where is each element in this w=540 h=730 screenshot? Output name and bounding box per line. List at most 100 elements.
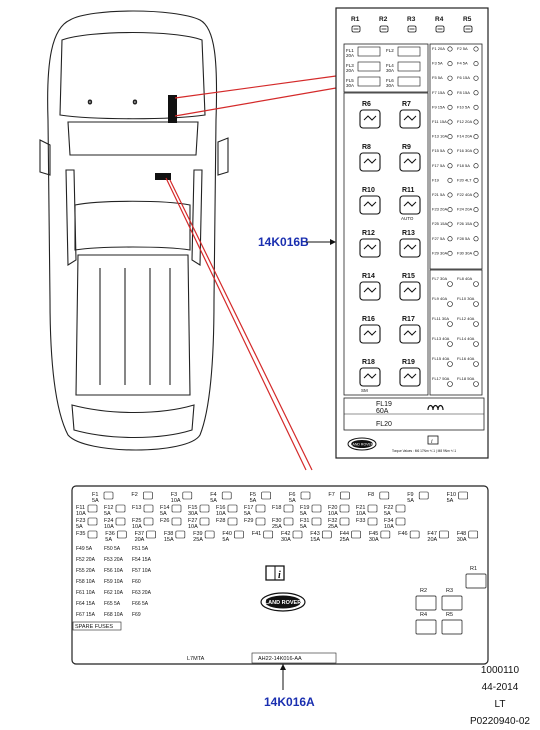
fuse-symbol-icon xyxy=(146,530,156,539)
fuse-symbol-icon xyxy=(473,192,479,198)
leader-lines xyxy=(165,75,337,471)
land-rover-logo: LAND ROVER xyxy=(347,437,377,451)
torque-note: Torque Values : M6 17Nm +/-1 | M8 9Nm +/… xyxy=(392,449,456,453)
reference-line-4: P0220940-02 xyxy=(469,716,530,727)
fuse-symbol-icon xyxy=(395,504,406,513)
fuse-symbol-icon xyxy=(367,517,378,526)
svg-text:i: i xyxy=(431,439,433,445)
fuse-label: F59 10A xyxy=(104,579,124,585)
fuse-symbol-icon xyxy=(447,75,453,81)
relay-label: R15 xyxy=(402,273,415,280)
fuse-symbol-icon xyxy=(473,236,479,242)
fuse-slot: F64 15A xyxy=(76,601,96,607)
spare-fuses-label: SPARE FUSES xyxy=(75,624,113,630)
fuse-label: F19 xyxy=(432,177,440,182)
fuse-label: F58 10A xyxy=(76,579,96,585)
reference-block: 1000110 44-2014 LT P0220940-02 xyxy=(470,662,530,730)
fuse-symbol-icon xyxy=(115,517,126,526)
fuse-slot: F26 xyxy=(160,517,182,526)
fuse-symbol-icon xyxy=(261,491,271,500)
fuse-symbol-icon xyxy=(473,321,479,327)
seat-heat-icon xyxy=(435,25,445,33)
fuse-symbol-icon xyxy=(204,530,215,539)
horn-icon xyxy=(463,25,473,33)
fuse-symbol-icon xyxy=(473,341,479,347)
fuse-slot: F50 5A xyxy=(104,546,121,552)
fuse-rating: 10A xyxy=(104,524,114,530)
fuse-label: F23 xyxy=(76,518,85,524)
fuse-rating: 25A xyxy=(328,524,338,530)
seat-up-icon xyxy=(399,109,421,129)
fuse-symbol-icon xyxy=(447,46,453,52)
fuse-symbol-icon xyxy=(447,119,453,125)
maxi-fuse-label: FL17 50A xyxy=(432,376,450,381)
rear-fog-icon xyxy=(359,195,381,215)
fuse-label: F38 xyxy=(164,531,173,537)
fuse-symbol-icon xyxy=(473,177,479,183)
fuse-symbol-icon xyxy=(409,530,420,539)
fuse-symbol-icon xyxy=(300,491,311,500)
fuse-rating: 30A xyxy=(457,537,467,543)
fuse-slot: F18 xyxy=(272,504,294,513)
fuse-label: F5 xyxy=(250,492,256,498)
fusible-link-body xyxy=(397,61,421,72)
relay-label: R13 xyxy=(402,230,415,237)
fuse-label: F13 10A xyxy=(432,134,447,139)
fuse-label: F28 xyxy=(216,518,225,524)
fuse-label: F39 xyxy=(193,531,202,537)
fuse-symbol-icon xyxy=(473,61,479,67)
relay-icon-label: SM xyxy=(361,388,368,393)
fuse-label: F65 5A xyxy=(104,601,121,607)
fuse-symbol-icon xyxy=(439,530,449,539)
relay: R19 xyxy=(399,359,421,387)
callout-lower-box: 14K016A xyxy=(264,695,315,709)
fuse-label: F56 10A xyxy=(104,568,124,574)
fuse-label: F27 xyxy=(188,518,197,524)
fuse-symbol-icon xyxy=(367,504,378,513)
fuel-pump-icon xyxy=(359,152,381,172)
fuse-symbol-icon xyxy=(87,504,98,513)
fuse-label: F49 5A xyxy=(76,546,93,552)
fuse-symbol-icon xyxy=(339,504,350,513)
fuse-slot: F28 xyxy=(216,517,238,526)
fuse-slot: F57 10A xyxy=(132,568,152,574)
fuse-label: F18 5A xyxy=(457,163,470,168)
fuse-label: F10 xyxy=(447,492,456,498)
fuse-slot: F35 xyxy=(76,530,98,539)
relay-label: R3 xyxy=(446,588,453,594)
fuse-slot: F29 xyxy=(244,517,266,526)
fusible-link-name: FL4 xyxy=(386,63,394,68)
fuse-symbol-icon xyxy=(340,491,350,500)
fuse-slot: F59 10A xyxy=(104,579,124,585)
fuse-rating: 10A xyxy=(76,511,86,517)
fuse-symbol-icon xyxy=(447,301,453,307)
relay-label: R12 xyxy=(362,230,375,237)
fuse-label: F3 5A xyxy=(432,61,443,66)
fuse-label: F1 xyxy=(92,492,98,498)
relay: R1 xyxy=(465,566,487,589)
fuse-label: F13 xyxy=(132,505,141,511)
fuse-symbol-icon xyxy=(171,517,182,526)
brand-text: LAND ROVER xyxy=(265,600,301,606)
fuse-label: F3 xyxy=(171,492,177,498)
relay: R10 xyxy=(359,187,381,215)
fuse-label: F51 5A xyxy=(132,546,149,552)
fuse-label: F40 xyxy=(222,531,231,537)
fuse-rating: 5A xyxy=(244,511,251,517)
top-relay: R4 xyxy=(435,16,445,33)
